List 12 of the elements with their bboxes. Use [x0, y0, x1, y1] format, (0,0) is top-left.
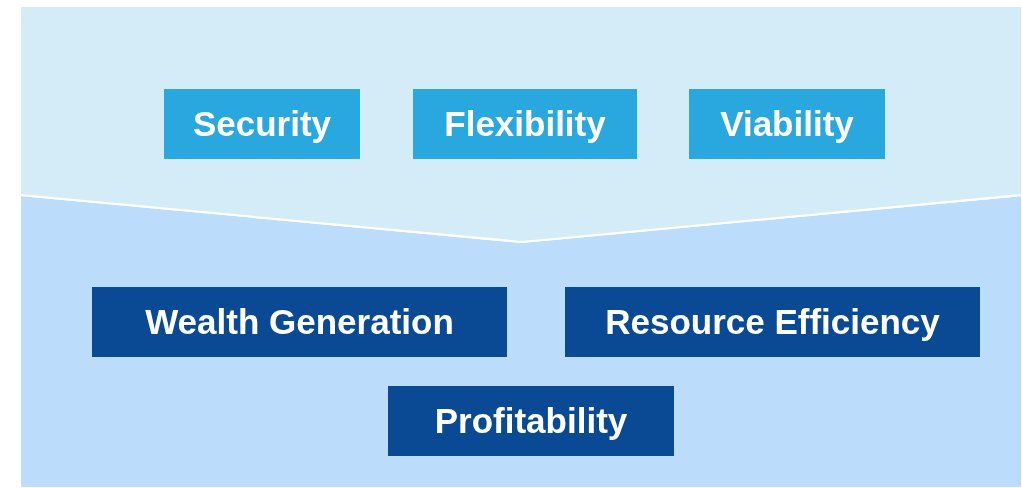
label-box — [92, 287, 507, 357]
box-label: Resource Efficiency — [605, 302, 940, 342]
box-label: Wealth Generation — [145, 302, 454, 342]
box-label: Viability — [720, 104, 854, 144]
box-label: Profitability — [434, 401, 628, 441]
box-label: Flexibility — [444, 104, 606, 144]
label-box — [164, 89, 360, 159]
label-box — [388, 386, 674, 456]
label-box — [689, 89, 885, 159]
box-label: Security — [192, 104, 332, 144]
label-box — [565, 287, 980, 357]
label-box — [413, 89, 637, 159]
